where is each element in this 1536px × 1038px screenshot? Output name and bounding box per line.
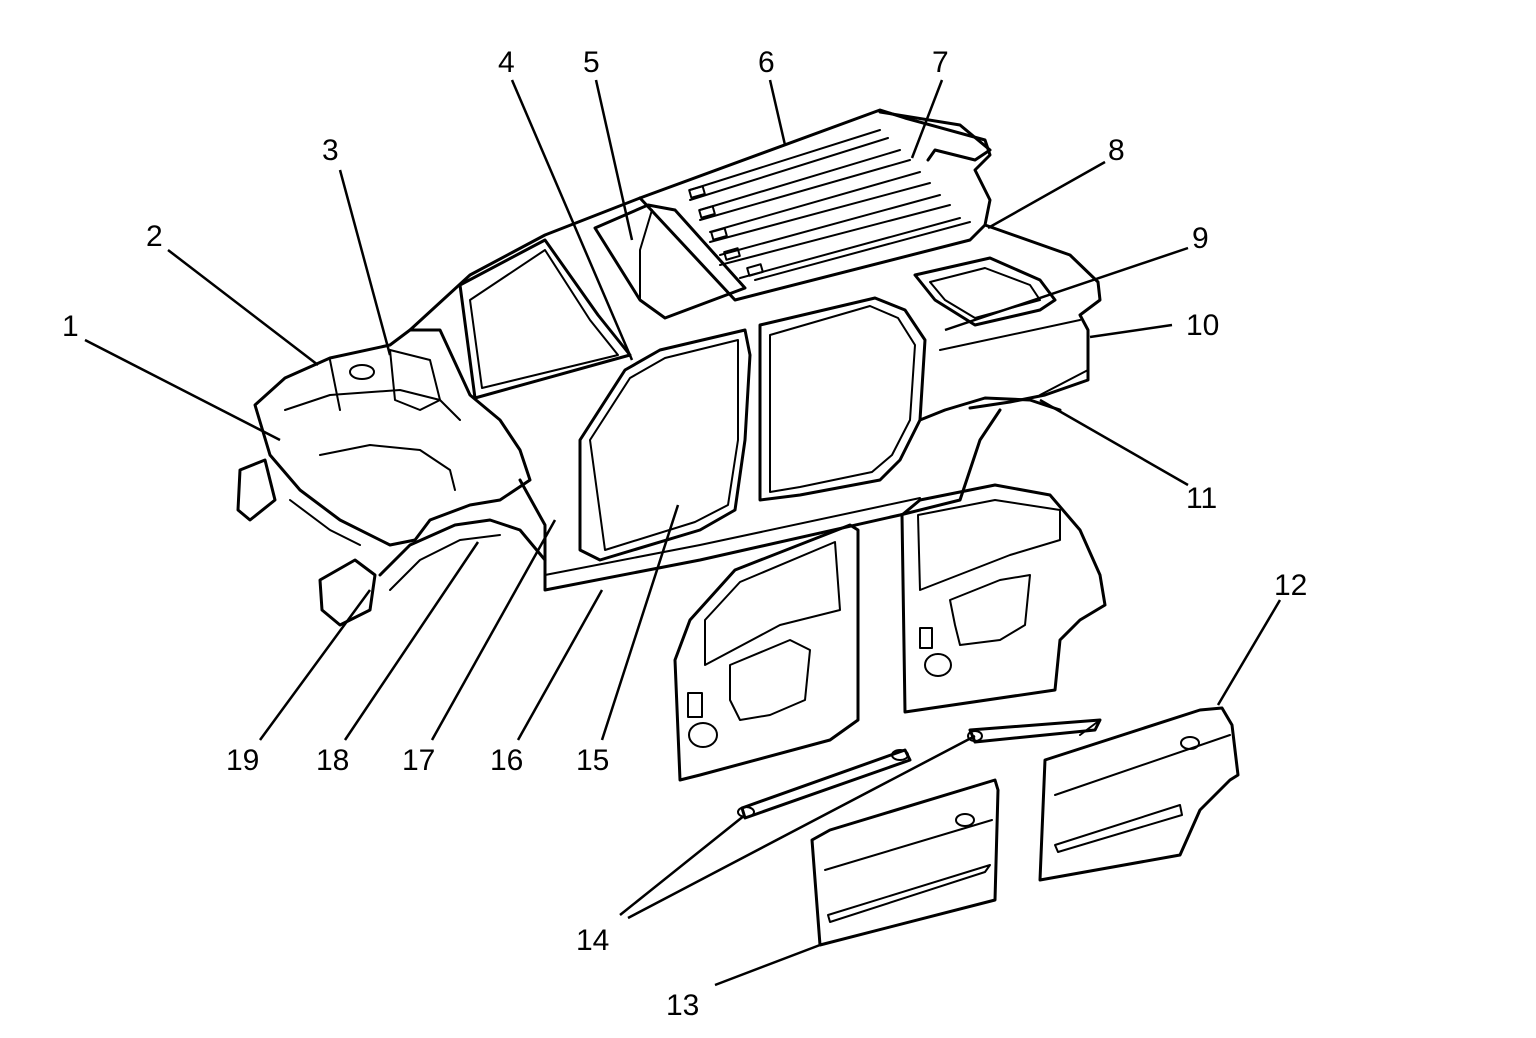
callout-8: 8 <box>1108 134 1125 167</box>
front-door-outer <box>810 778 1000 947</box>
roof-panel <box>688 129 971 281</box>
callout-18: 18 <box>316 744 349 777</box>
body-shell <box>236 108 1102 627</box>
leader-lines <box>84 79 1282 987</box>
callout-5: 5 <box>583 46 600 79</box>
callout-14: 14 <box>576 924 609 957</box>
callout-12: 12 <box>1274 569 1307 602</box>
rear-door-inner <box>900 483 1107 714</box>
callout-19: 19 <box>226 744 259 777</box>
callout-13: 13 <box>666 989 699 1022</box>
rear-door-outer <box>1038 706 1240 882</box>
callout-6: 6 <box>758 46 775 79</box>
front-door-inner <box>673 523 860 782</box>
callout-11: 11 <box>1186 482 1217 515</box>
callout-10: 10 <box>1186 309 1219 342</box>
callout-16: 16 <box>490 744 523 777</box>
callout-7: 7 <box>932 46 949 79</box>
callout-15: 15 <box>576 744 609 777</box>
callout-2: 2 <box>146 220 163 253</box>
callout-9: 9 <box>1192 222 1209 255</box>
callout-1: 1 <box>62 310 79 343</box>
callout-3: 3 <box>322 134 339 167</box>
callout-4: 4 <box>498 46 515 79</box>
callout-17: 17 <box>402 744 435 777</box>
callout-labels: 1 2 3 4 5 6 7 8 9 10 11 12 13 14 15 16 1… <box>62 46 1307 1022</box>
